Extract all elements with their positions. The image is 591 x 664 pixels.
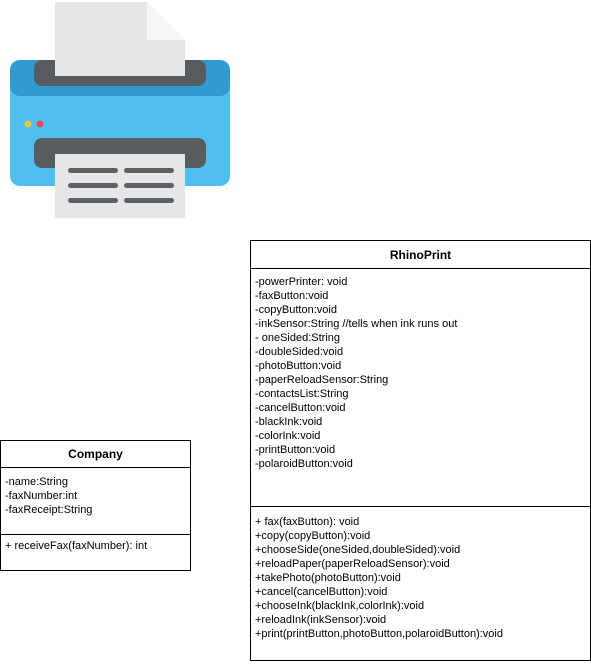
attribute-row: -faxReceipt:String bbox=[5, 504, 93, 516]
attribute-row: -polaroidButton:void bbox=[255, 458, 353, 470]
rhinoprint-attributes: -powerPrinter: void -faxButton:void -cop… bbox=[251, 269, 590, 507]
attribute-row: -contactsList:String bbox=[255, 388, 349, 400]
top-paper-fold bbox=[147, 2, 185, 40]
operation-row: + fax(faxButton): void bbox=[255, 516, 360, 528]
attribute-row: -blackInk:void bbox=[255, 416, 323, 428]
attribute-row: -printButton:void bbox=[255, 444, 336, 456]
rhinoprint-operations: + fax(faxButton): void +copy(copyButton)… bbox=[251, 507, 590, 660]
operation-row: +cancel(cancelButton):void bbox=[255, 586, 388, 598]
top-paper-inside bbox=[55, 60, 185, 76]
printed-lines bbox=[68, 168, 174, 203]
attribute-row: -copyButton:void bbox=[255, 304, 337, 316]
attribute-row: - oneSided:String bbox=[255, 332, 340, 344]
class-name-company: Company bbox=[1, 441, 190, 468]
printer-icon bbox=[10, 2, 230, 218]
operation-row: +copy(copyButton):void bbox=[255, 530, 371, 542]
attribute-row: -inkSensor:String //tells when ink runs … bbox=[255, 318, 458, 330]
operation-row: + receiveFax(faxNumber): int bbox=[5, 540, 148, 552]
operation-row: +print(printButton,photoButton,polaroidB… bbox=[255, 628, 503, 640]
class-name-rhinoprint: RhinoPrint bbox=[251, 241, 590, 269]
attribute-row: -powerPrinter: void bbox=[255, 276, 348, 288]
attribute-row: -doubleSided:void bbox=[255, 346, 344, 358]
operation-row: +reloadPaper(paperReloadSensor):void bbox=[255, 558, 450, 570]
led-red-icon bbox=[36, 120, 44, 128]
operation-row: +reloadInk(inkSensor):void bbox=[255, 614, 387, 626]
attribute-row: -faxButton:void bbox=[255, 290, 329, 302]
attribute-row: -name:String bbox=[5, 476, 68, 488]
operation-row: +chooseInk(blackInk,colorInk):void bbox=[255, 600, 425, 612]
attribute-row: -cancelButton:void bbox=[255, 402, 346, 414]
rhinoprint-class-box: RhinoPrint -powerPrinter: void -faxButto… bbox=[250, 240, 591, 661]
attribute-row: -colorInk:void bbox=[255, 430, 321, 442]
company-class-box: Company -name:String -faxNumber:int -fax… bbox=[0, 440, 191, 571]
attribute-row: -faxNumber:int bbox=[5, 490, 78, 502]
led-yellow-icon bbox=[24, 120, 32, 128]
company-attributes: -name:String -faxNumber:int -faxReceipt:… bbox=[1, 468, 190, 535]
attribute-row: -paperReloadSensor:String bbox=[255, 374, 389, 386]
operation-row: +chooseSide(oneSided,doubleSided):void bbox=[255, 544, 461, 556]
attribute-row: -photoButton:void bbox=[255, 360, 342, 372]
operation-row: +takePhoto(photoButton):void bbox=[255, 572, 401, 584]
company-operations: + receiveFax(faxNumber): int bbox=[1, 535, 190, 570]
